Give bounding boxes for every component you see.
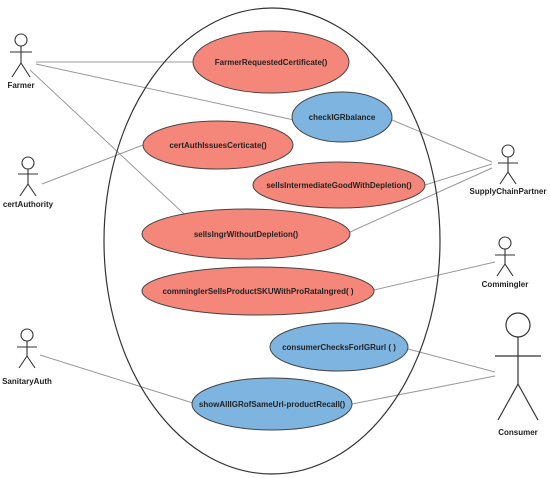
- actor-label: Farmer: [7, 81, 34, 90]
- actor-label: Commingler: [482, 280, 529, 289]
- use-case-label: consumerChecksForIGRurl ( ): [282, 343, 396, 352]
- use-case-label: sellsIngrWithoutDepletion(): [194, 230, 299, 239]
- use-case-farmer-requested-certificate[interactable]: FarmerRequestedCertificate(): [192, 30, 350, 94]
- use-case-shape[interactable]: [142, 120, 294, 170]
- use-case-show-all-igr-product-recall[interactable]: showAllIGRofSameUrl-productRecall(): [191, 377, 353, 431]
- actor-cert-authority[interactable]: certAuthority: [3, 156, 54, 209]
- use-case-shape[interactable]: [192, 30, 350, 94]
- use-case-label: sellsIntermediateGoodWithDepletion(): [266, 181, 412, 190]
- use-case-shape[interactable]: [141, 266, 375, 316]
- association-lines: [29, 61, 496, 405]
- use-case-shape[interactable]: [291, 91, 393, 143]
- association-partner-checkbalance: [391, 119, 493, 163]
- use-case-sells-ingr-without-depletion[interactable]: sellsIngrWithoutDepletion(): [141, 208, 351, 260]
- use-case-commingler-sells-product-sku[interactable]: comminglerSellsProductSKUWithProRataIngr…: [141, 266, 375, 316]
- actor-commingler[interactable]: Commingler: [482, 236, 529, 289]
- stick-figure-icon: [17, 328, 37, 369]
- association-consumer-recall: [351, 375, 496, 405]
- stick-figure-icon: [10, 33, 32, 78]
- use-case-label: showAllIGRofSameUrl-productRecall(): [199, 400, 346, 409]
- stick-figure-icon: [495, 236, 515, 277]
- actor-consumer[interactable]: Consumer: [495, 312, 541, 437]
- stick-figure-icon: [18, 156, 38, 197]
- actor-label: SupplyChainPartner: [470, 187, 547, 196]
- use-case-label: certAuthIssuesCerticate(): [169, 141, 267, 150]
- use-case-label: comminglerSellsProductSKUWithProRataIngr…: [162, 287, 353, 296]
- use-case-consumer-checks-for-igr-url[interactable]: consumerChecksForIGRurl ( ): [269, 322, 409, 372]
- actor-label: certAuthority: [3, 200, 54, 209]
- actor-supply-chain-partner[interactable]: SupplyChainPartner: [470, 144, 547, 196]
- actor-label: Consumer: [498, 428, 538, 437]
- use-case-cert-auth-issues-certicate[interactable]: certAuthIssuesCerticate(): [142, 120, 294, 170]
- association-consumer-checksurl: [407, 348, 496, 373]
- use-case-shape[interactable]: [191, 377, 353, 431]
- association-farmer-sellsingr: [29, 69, 199, 228]
- association-certauthority-issues: [41, 144, 144, 185]
- association-partner-sellsintermediate: [424, 163, 493, 186]
- use-case-label: checkIGRbalance: [309, 113, 376, 122]
- use-case-check-igr-balance[interactable]: checkIGRbalance: [291, 91, 393, 143]
- association-sanitaryauth-recall: [39, 354, 197, 405]
- actor-farmer[interactable]: Farmer: [7, 33, 35, 90]
- stick-figure-icon: [495, 312, 541, 421]
- use-case-shape[interactable]: [141, 208, 351, 260]
- actor-sanitary-auth[interactable]: SanitaryAuth: [2, 328, 52, 386]
- use-case-label: FarmerRequestedCertificate(): [215, 58, 328, 67]
- system-boundary: [103, 7, 441, 475]
- stick-figure-icon: [498, 144, 518, 185]
- use-case-shape[interactable]: [252, 161, 426, 209]
- use-case-sells-intermediate-good-with-depletion[interactable]: sellsIntermediateGoodWithDepletion(): [252, 161, 426, 209]
- association-commingler-sells: [373, 261, 496, 291]
- association-farmer-checkbalance: [35, 63, 295, 121]
- actor-label: SanitaryAuth: [2, 377, 52, 386]
- association-partner-sellsingr: [349, 167, 493, 233]
- use-case-shape[interactable]: [269, 322, 409, 372]
